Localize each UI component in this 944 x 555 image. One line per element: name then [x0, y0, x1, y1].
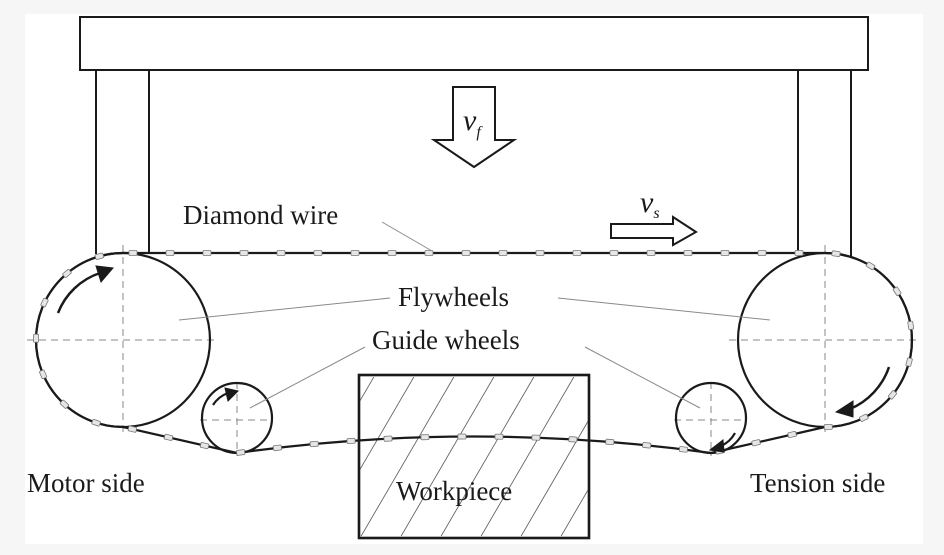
diamond-bead: [420, 434, 430, 441]
top-beam: [79, 16, 869, 71]
diamond-bead: [531, 434, 541, 441]
diamond-bead: [720, 250, 730, 256]
leader-lines: [178, 221, 771, 409]
diamond-bead: [907, 320, 915, 331]
diamond-bead: [865, 261, 876, 271]
diamond-bead: [165, 250, 175, 256]
diamond-bead: [346, 437, 356, 445]
diamond-bead: [272, 444, 282, 452]
hatch-line: [560, 489, 588, 536]
diamond-bead: [424, 250, 434, 256]
diamond-bead: [128, 250, 138, 256]
diamond-bead: [313, 250, 323, 256]
feed-velocity-label: vf: [463, 104, 483, 141]
hatch-line: [640, 375, 735, 538]
diamond-bead: [794, 250, 804, 256]
diamond-wire-leader: [381, 221, 433, 252]
motor-side-label: Motor side: [27, 468, 145, 498]
diamond-bead: [905, 357, 913, 367]
diamond-bead: [202, 250, 212, 256]
diamond-bead: [751, 439, 761, 447]
diamond-bead: [91, 418, 101, 427]
diamond-bead: [40, 297, 49, 308]
diamond-bead: [535, 250, 545, 256]
diamond-bead: [605, 438, 615, 446]
diamond-wire-label: Diamond wire: [183, 200, 338, 230]
diamond-bead: [831, 250, 841, 257]
diamond-bead: [236, 449, 246, 456]
diamond-bead: [678, 446, 688, 453]
diamond-bead: [646, 250, 656, 256]
diamond-bead: [888, 390, 897, 400]
hatch-line: [520, 420, 588, 536]
diamond-bead: [199, 442, 210, 450]
diamond-bead: [276, 250, 286, 256]
diamond-bead: [494, 433, 504, 440]
diamond-bead: [892, 286, 902, 297]
diamond-bead: [461, 250, 471, 256]
hatch-line: [440, 377, 535, 536]
workpiece: [200, 373, 735, 540]
left-flywheel-leader: [178, 297, 391, 321]
diamond-bead: [609, 250, 619, 256]
diamond-bead: [787, 430, 797, 439]
diamond-bead: [823, 423, 833, 430]
diamond-bead: [33, 333, 40, 343]
diamond-bead: [683, 250, 693, 256]
wire-velocity-label: vs: [640, 186, 660, 222]
workpiece-label: Workpiece: [396, 476, 512, 506]
left-flywheel-rotation-icon: [56, 271, 101, 314]
flywheels-label: Flywheels: [398, 282, 509, 312]
hatch-line: [360, 377, 415, 471]
hatch-line: [400, 377, 495, 536]
left-guide-rotation-icon: [212, 391, 229, 406]
diamond-bead: [239, 250, 249, 256]
guide-wheels-label: Guide wheels: [372, 325, 520, 355]
right-flywheel-leader: [557, 297, 771, 321]
diamond-bead: [350, 250, 360, 256]
diamond-bead: [309, 440, 319, 448]
diamond-bead: [59, 399, 70, 409]
wire-beads: [33, 250, 915, 456]
diamond-wire: [34, 251, 914, 455]
diamond-bead: [62, 269, 72, 278]
diamond-bead: [572, 250, 582, 256]
rotation-arrows: [56, 265, 891, 453]
right-guide-leader: [584, 346, 701, 409]
centerlines: [27, 245, 921, 456]
feed-direction-arrow: [430, 86, 518, 169]
workpiece-hatching: [200, 375, 735, 538]
diamond-bead: [498, 250, 508, 256]
diamond-bead: [757, 250, 767, 256]
right-flywheel-rotation-icon: [849, 366, 891, 411]
diamond-bead: [387, 250, 397, 256]
hatch-line: [240, 375, 335, 538]
hatch-line: [360, 377, 455, 536]
diamond-bead: [39, 369, 48, 380]
tension-side-label: Tension side: [750, 468, 885, 498]
wire-direction-arrow: [610, 215, 698, 247]
hatch-line: [480, 377, 575, 536]
diamond-bead: [568, 436, 578, 443]
diamond-bead: [127, 425, 138, 433]
diamond-bead: [859, 413, 869, 422]
diamond-bead: [383, 435, 393, 442]
diamond-bead: [642, 442, 652, 449]
diamond-bead: [163, 433, 174, 441]
hatch-line: [200, 375, 295, 538]
diamond-bead: [457, 433, 467, 440]
diamond-bead: [94, 252, 105, 260]
left-guide-leader: [249, 346, 366, 409]
